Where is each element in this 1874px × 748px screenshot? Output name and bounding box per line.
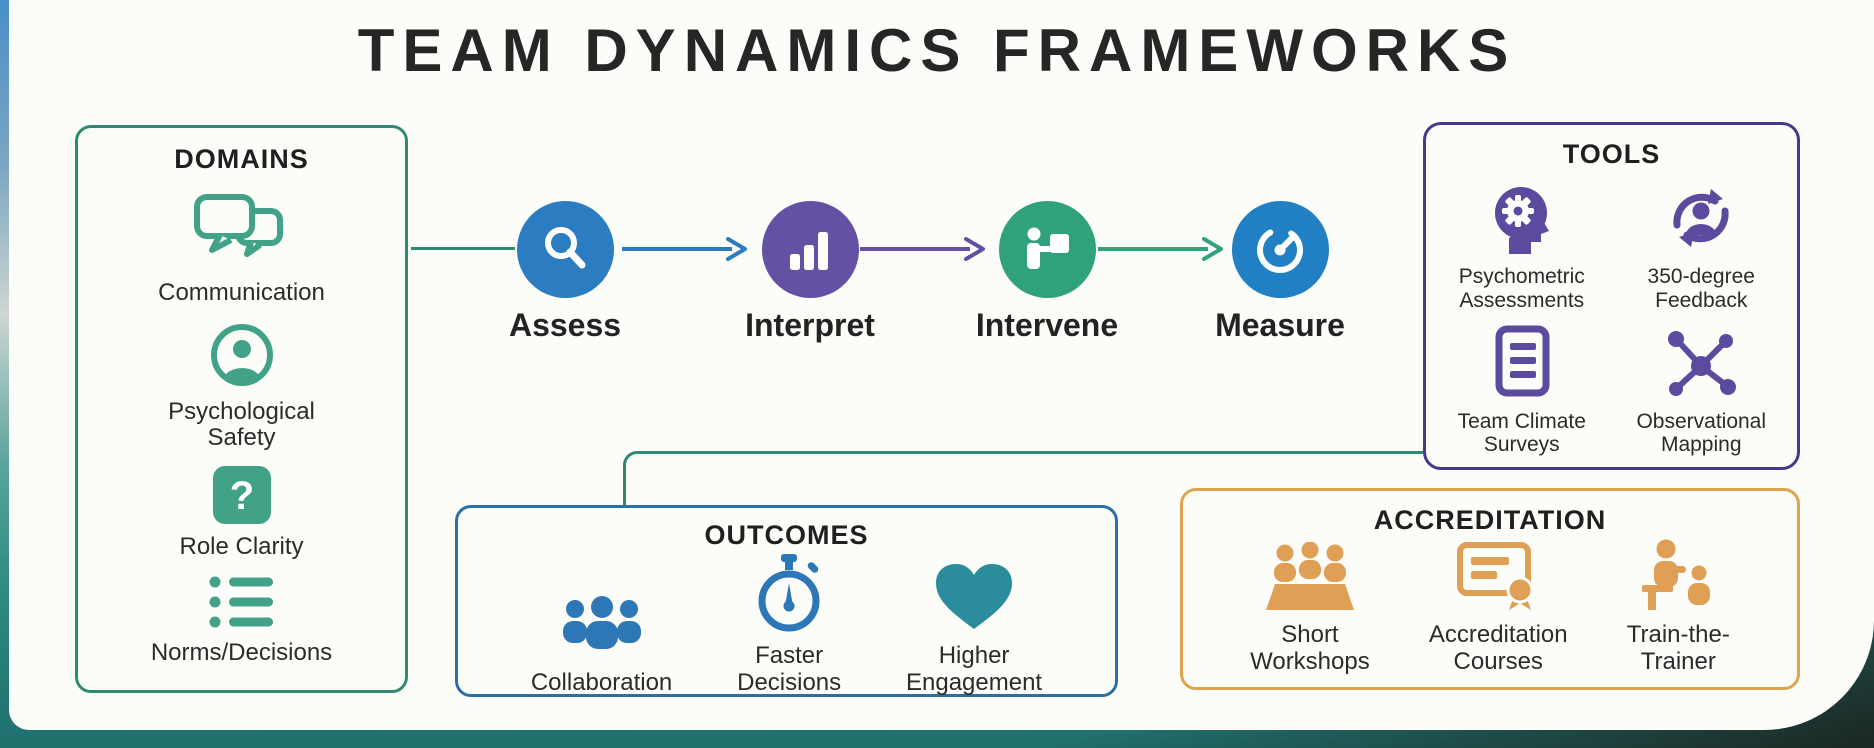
heart-icon [931, 561, 1017, 638]
svg-text:?: ? [229, 474, 253, 518]
accreditation-item: Train-the- Trainer [1627, 538, 1730, 676]
tool-label: Psychometric Assessments [1458, 265, 1585, 312]
magnifier-icon [516, 201, 614, 298]
accreditation-heading: ACCREDITATION [1373, 505, 1607, 535]
list-item: Norms/Decisions [151, 574, 332, 667]
outcome-label: Higher Engagement [906, 642, 1043, 696]
tool-item: Observational Mapping [1636, 328, 1766, 457]
tool-item: 350-degree Feedback [1648, 181, 1755, 312]
outcomes-box: OUTCOMES Collaboration [455, 505, 1118, 697]
list-item: Psychological Safety [168, 321, 315, 453]
tool-item: Psychometric Assessments [1459, 181, 1585, 312]
checklist-icon [207, 574, 277, 635]
survey-document-icon [1487, 324, 1557, 405]
certificate-icon [1454, 538, 1542, 617]
step-label: Interpret [745, 307, 875, 343]
domains-list: Communication Psychological Safety [78, 175, 405, 690]
bar-chart-icon [761, 201, 859, 298]
domains-to-assess-connector [411, 247, 515, 250]
workshop-meeting-icon [1263, 541, 1357, 617]
tool-label: Team Climate Surveys [1457, 409, 1586, 457]
domain-label: Psychological Safety [168, 397, 315, 452]
outcome-label: Faster Decisions [737, 642, 842, 696]
tools-box: TOOLS [1423, 122, 1800, 470]
tool-label: 350-degree Feedback [1647, 265, 1755, 312]
domain-label: Communication [158, 279, 325, 307]
person-circle-icon [208, 321, 276, 394]
tools-heading: TOOLS [1562, 139, 1661, 169]
tools-to-outcomes-connector [623, 451, 1423, 508]
domain-label: Role Clarity [179, 532, 304, 560]
people-group-icon [559, 594, 645, 665]
process-step-intervene: Intervene [967, 201, 1127, 344]
outcome-label: Collaboration [530, 668, 673, 696]
accreditation-box: ACCREDITATION Short Workshops [1180, 488, 1800, 690]
outcomes-row: Collaboration Faster Decisions [458, 551, 1115, 709]
arrow-assess-to-interpret [622, 237, 747, 261]
outcome-item: Collaboration [531, 594, 672, 697]
tools-grid: Psychometric Assessments 350-degree Feed… [1426, 170, 1797, 467]
list-item: ? Role Clarity [179, 465, 304, 561]
presenter-icon [998, 201, 1096, 298]
accreditation-item: Short Workshops [1250, 541, 1370, 676]
process-step-assess: Assess [485, 201, 645, 344]
trainer-icon [1635, 538, 1721, 617]
question-square-icon: ? [212, 465, 271, 529]
arrow-intervene-to-measure [1098, 237, 1223, 261]
tool-item: Team Climate Surveys [1458, 324, 1586, 457]
network-icon [1662, 328, 1740, 405]
domains-box: DOMAINS Communication [75, 125, 408, 693]
step-label: Assess [508, 307, 622, 343]
chat-bubbles-icon [191, 192, 291, 275]
page-title: TEAM DYNAMICS FRAMEWORKS [357, 17, 1517, 84]
list-item: Communication [158, 192, 325, 307]
gauge-icon [1231, 201, 1329, 298]
head-gear-icon [1485, 181, 1559, 260]
accreditation-label: Accreditation Courses [1428, 621, 1568, 675]
step-label: Measure [1215, 307, 1345, 343]
accreditation-label: Train-the- Trainer [1626, 621, 1730, 675]
accreditation-row: Short Workshops Accreditation Courses [1183, 536, 1797, 688]
step-label: Intervene [975, 307, 1119, 343]
process-step-measure: Measure [1200, 201, 1360, 344]
heart-icon-item: Higher Engagement [906, 561, 1042, 697]
stopwatch-icon [752, 553, 826, 638]
accreditation-label: Short Workshops [1250, 621, 1370, 675]
domain-label: Norms/Decisions [150, 638, 333, 666]
tool-label: Observational Mapping [1636, 409, 1767, 457]
arrow-interpret-to-intervene [860, 237, 985, 261]
outcome-item: Faster Decisions [737, 553, 841, 697]
accreditation-item: Accreditation Courses [1429, 538, 1568, 676]
outcomes-heading: OUTCOMES [704, 520, 869, 550]
domains-heading: DOMAINS [174, 144, 309, 174]
process-step-interpret: Interpret [730, 201, 890, 344]
feedback-cycle-icon [1663, 181, 1739, 260]
